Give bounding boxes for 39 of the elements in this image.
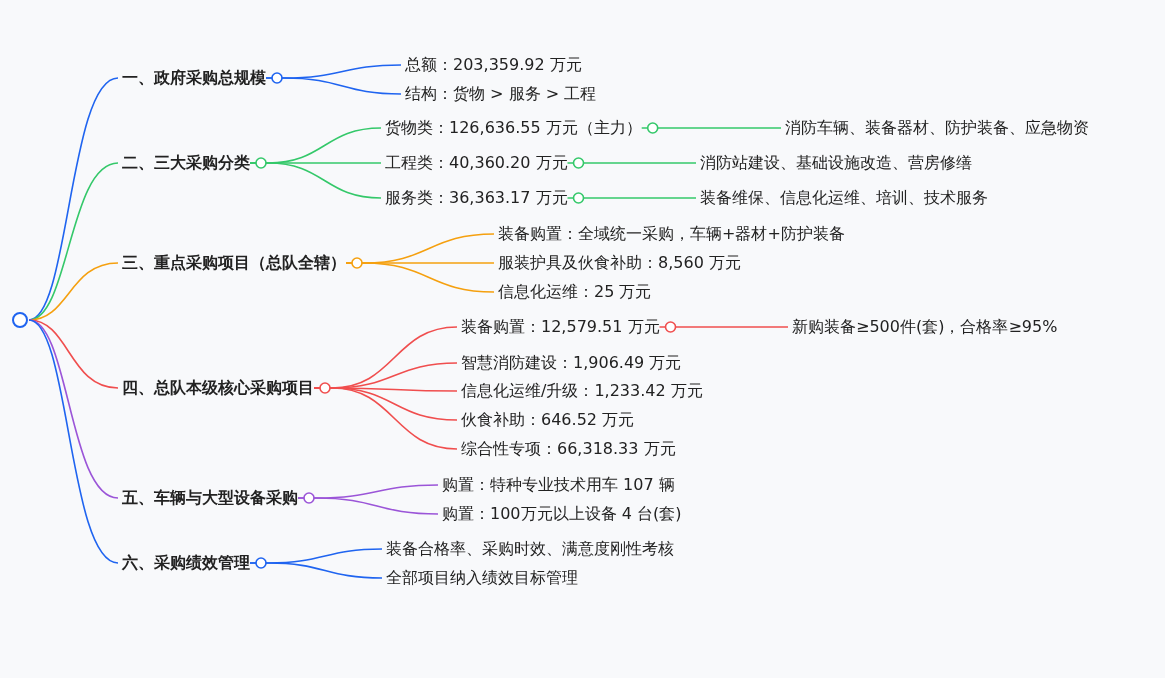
topic-text: 服务类：36,363.17 万元 [385,187,568,209]
topic-text: 新购装备≥500件(套)，合格率≥95% [792,316,1058,338]
topic-text: 装备维保、信息化运维、培训、技术服务 [700,187,988,209]
connector-line [249,162,382,199]
topic-text: 消防车辆、装备器材、防护装备、应急物资 [785,117,1089,139]
topic-text: 装备购置：全域统一采购，车辆+器材+防护装备 [498,223,845,245]
connector-line [345,262,495,293]
topic-text: 购置：特种专业技术用车 107 辆 [442,474,675,496]
connector-line [566,162,697,164]
topic-text: 消防站建设、基础设施改造、营房修缮 [700,152,972,174]
topic-text: 信息化运维/升级：1,233.42 万元 [461,380,703,402]
branch-topic: 五、车辆与大型设备采购 [122,487,298,509]
root-circle [11,311,29,329]
branch-topic: 二、三大采购分类 [122,152,250,174]
branch-topic: 四、总队本级核心采购项目 [122,377,314,399]
topic-text: 结构：货物 > 服务 > 工程 [405,83,597,105]
connector-line [297,497,439,515]
connector-line [566,197,697,199]
branch-topic: 六、采购绩效管理 [122,552,250,574]
topic-text: 综合性专项：66,318.33 万元 [461,438,676,460]
connector-line [28,319,119,499]
topic-text: 智慧消防建设：1,906.49 万元 [461,352,682,374]
topic-text: 工程类：40,360.20 万元 [385,152,568,174]
topic-text: 伙食补助：646.52 万元 [461,409,635,431]
topic-text: 装备购置：12,579.51 万元 [461,316,660,338]
topic-text: 总额：203,359.92 万元 [405,54,582,76]
topic-text: 货物类：126,636.55 万元（主力） [385,117,642,139]
branch-topic: 三、重点采购项目（总队全辖） [122,252,346,274]
connector-line [658,326,789,328]
connector-line [265,77,402,95]
topic-text: 全部项目纳入绩效目标管理 [386,567,578,589]
topic-text: 购置：100万元以上设备 4 台(套) [442,503,682,525]
topic-text: 服装护具及伙食补助：8,560 万元 [498,252,741,274]
connector-line [249,562,383,579]
connector-line [28,319,119,564]
branch-topic: 一、政府采购总规模 [122,67,266,89]
topic-text: 信息化运维：25 万元 [498,281,652,303]
topic-text: 装备合格率、采购时效、满意度刚性考核 [386,538,674,560]
connector-line [640,127,782,129]
